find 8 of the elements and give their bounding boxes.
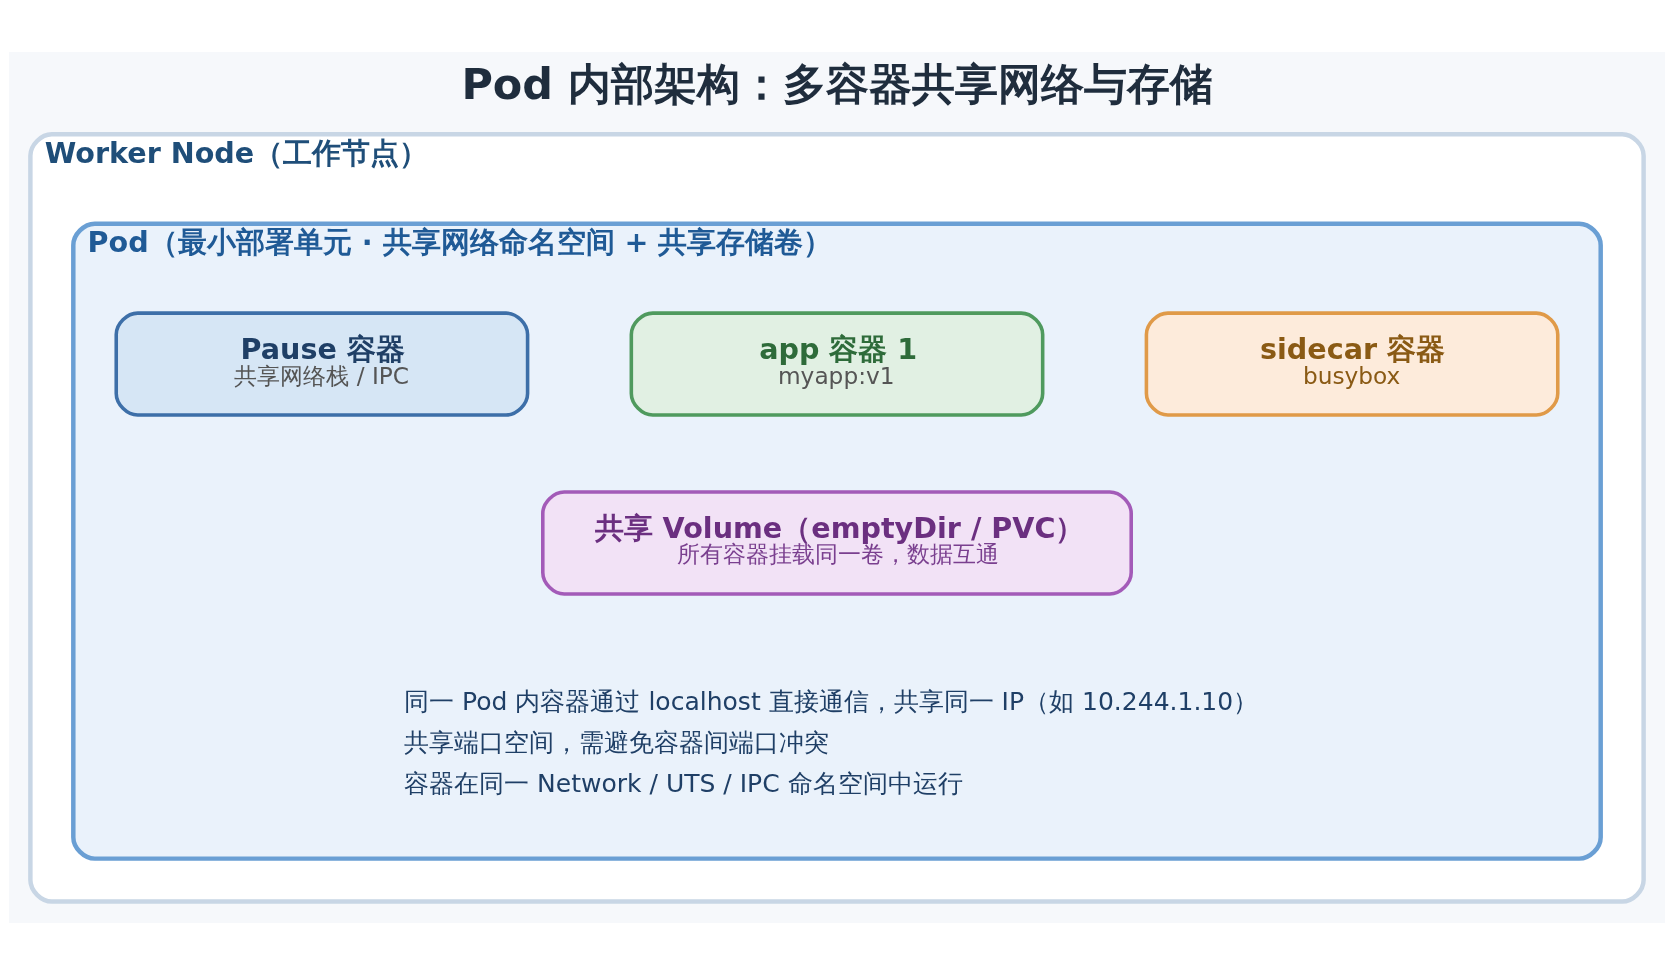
diagram-title: Pod 内部架构：多容器共享网络与存储	[461, 58, 1213, 109]
node-box: app 容器 1 myapp:v1	[629, 311, 1045, 417]
node-box: Pause 容器 共享网络栈 / IPC	[114, 311, 530, 417]
node-box: sidecar 容器 busybox	[1144, 311, 1560, 417]
label: 同一 Pod 内容器通过 localhost 直接通信，共享同一 IP（如 10.244.1.10）	[404, 686, 1259, 716]
label: 容器在同一 Network / UTS / IPC 命名空间中运行	[404, 768, 963, 798]
node-box: 共享 Volume（emptyDir / PVC） 所有容器挂载同一卷，数据互通	[541, 490, 1133, 596]
label: 共享端口空间，需避免容器间端口冲突	[404, 727, 830, 757]
